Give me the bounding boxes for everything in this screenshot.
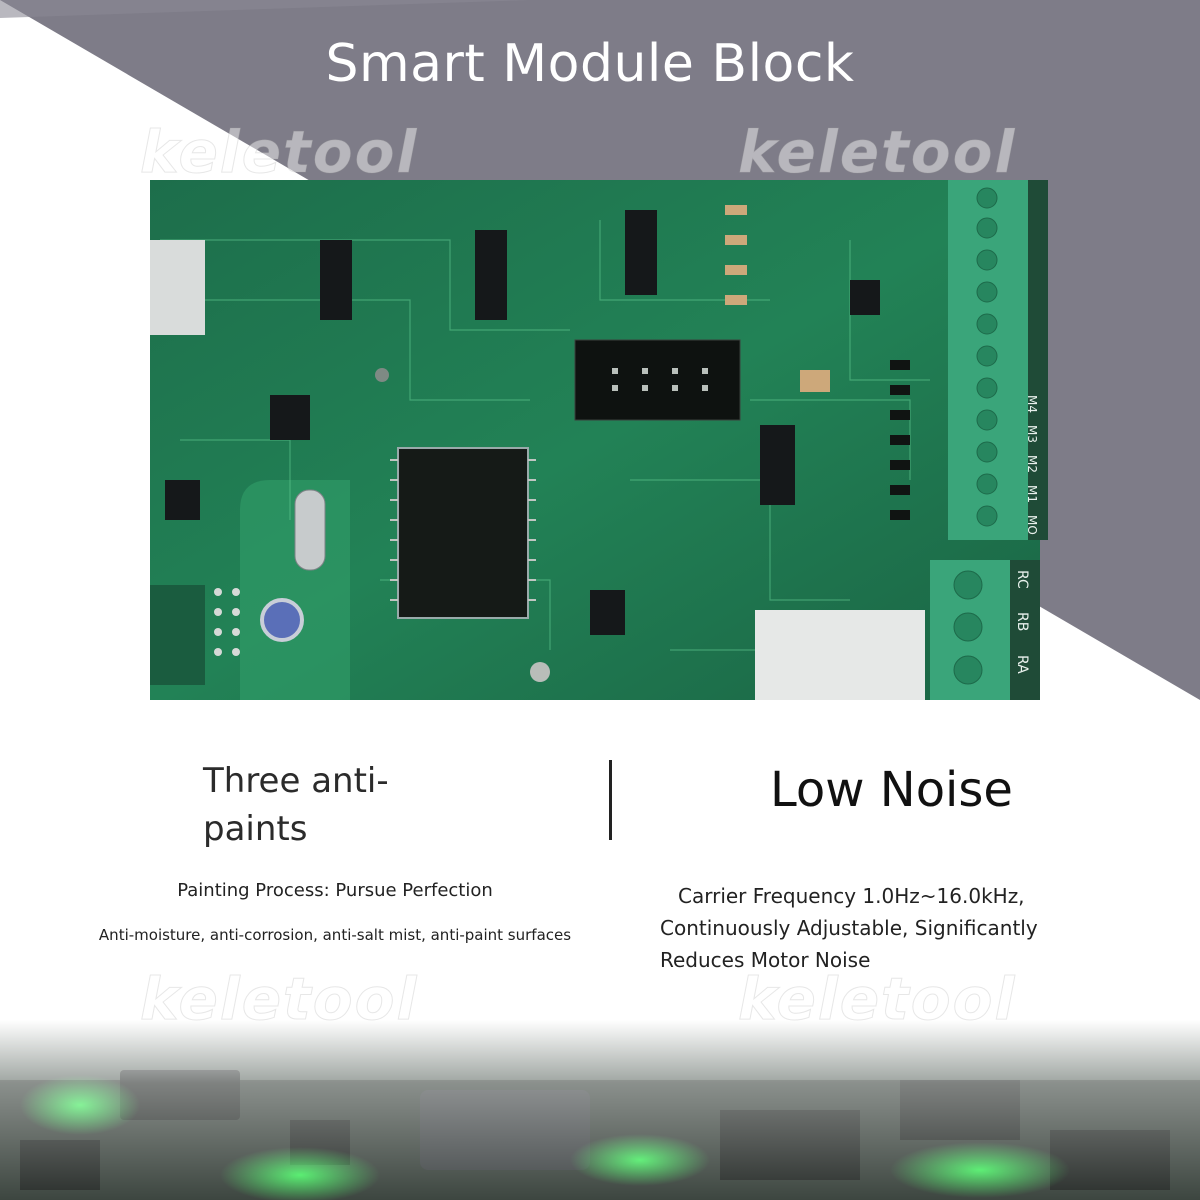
page-title: Smart Module Block	[325, 34, 855, 94]
terminal-label: M4	[1025, 395, 1039, 413]
bottom-circuit-image	[0, 1020, 1200, 1200]
feature-heading-anti-paints: Three anti-paints	[203, 761, 389, 849]
terminal-label: M1	[1025, 485, 1039, 503]
relay-label: RA	[1014, 655, 1030, 674]
watermark: keletool	[139, 118, 419, 187]
watermark: keletool	[737, 118, 1017, 187]
circuit-board-image: M4 M3 M2 M1 MO RC RB RA	[150, 180, 1048, 700]
feature-description-line: Continuously Adjustable, Significantly	[660, 916, 1038, 940]
terminal-label: M2	[1025, 455, 1039, 473]
relay-label: RC	[1014, 570, 1030, 589]
feature-subtitle: Painting Process: Pursue Perfection	[177, 880, 493, 901]
terminal-label: MO	[1025, 515, 1039, 535]
divider	[609, 760, 612, 840]
feature-heading-low-noise: Low Noise	[770, 762, 1013, 818]
terminal-label: M3	[1025, 425, 1039, 443]
feature-detail: Anti-moisture, anti-corrosion, anti-salt…	[98, 926, 572, 944]
feature-description: Carrier Frequency 1.0Hz~16.0kHz, Continu…	[660, 880, 1060, 976]
relay-label: RB	[1014, 612, 1030, 631]
watermark: keletool	[737, 965, 1017, 1034]
feature-description-line: Reduces Motor Noise	[660, 948, 871, 972]
feature-description-line: Carrier Frequency 1.0Hz~16.0kHz,	[678, 884, 1025, 908]
watermark: keletool	[139, 965, 419, 1034]
terminal-labels: M4 M3 M2 M1 MO	[1025, 395, 1039, 535]
